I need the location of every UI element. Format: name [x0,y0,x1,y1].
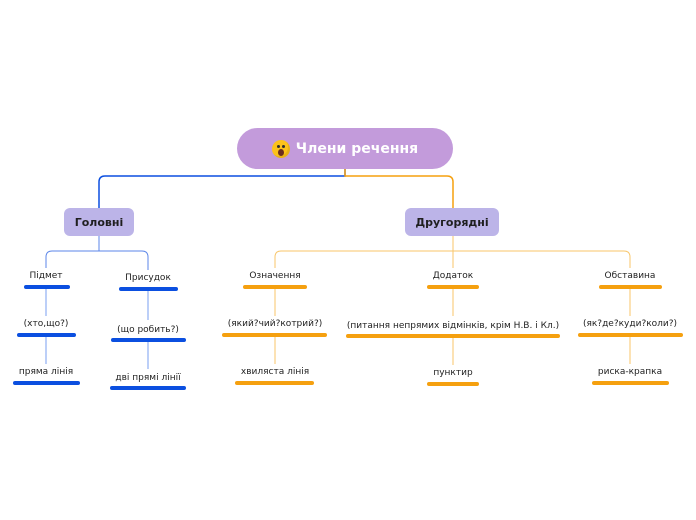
predicate-underline [119,287,178,291]
attribute-node[interactable]: Означення [249,271,301,281]
adverbial-question-underline [578,333,683,337]
attribute-underline-style-underline [235,381,314,385]
object-underline-style-underline [427,382,479,386]
predicate-question-underline [111,338,186,342]
attribute-underline [243,285,307,289]
adverbial-underline-style-node[interactable]: риска-крапка [597,367,663,377]
predicate-node[interactable]: Присудок [125,273,171,283]
main-members-label: Головні [74,215,124,229]
subject-question-node[interactable]: (хто,що?) [23,319,69,329]
connector-root-main [98,169,346,208]
adverbial-underline-style-underline [592,381,669,385]
subject-underline-style-underline [13,381,80,385]
connector-secondary-children [274,236,631,268]
main-members-node[interactable]: Головні [64,208,134,236]
adverbial-node[interactable]: Обставина [604,271,656,281]
connector-root-secondary [344,169,454,208]
object-question-node[interactable]: (питання непрямих відмінків, крім Н.В. і… [346,321,560,331]
attribute-question-node[interactable]: (який?чий?котрий?) [227,319,323,329]
predicate-underline-style-node[interactable]: дві прямі лінії [115,373,181,383]
connector-main-children [45,236,149,270]
predicate-underline-style-underline [110,386,186,390]
object-node[interactable]: Додаток [432,271,474,281]
object-underline [427,285,479,289]
object-question-underline [346,334,560,338]
root-topic-label: Члени речення [295,140,419,157]
predicate-question-node[interactable]: (що робить?) [117,325,179,335]
adverbial-question-node[interactable]: (як?де?куди?коли?) [582,319,678,329]
subject-underline-style-node[interactable]: пряма лінія [18,367,74,377]
secondary-members-label: Другорядні [415,215,489,229]
attribute-question-underline [222,333,327,337]
object-underline-style-node[interactable]: пунктир [433,368,473,378]
subject-question-underline [17,333,76,337]
astonished-face-icon [271,139,290,158]
subject-node[interactable]: Підмет [29,271,63,281]
attribute-underline-style-node[interactable]: хвиляста лінія [240,367,310,377]
root-topic[interactable]: Члени речення [237,128,453,169]
secondary-members-node[interactable]: Другорядні [405,208,499,236]
subject-underline [24,285,70,289]
adverbial-underline [599,285,662,289]
